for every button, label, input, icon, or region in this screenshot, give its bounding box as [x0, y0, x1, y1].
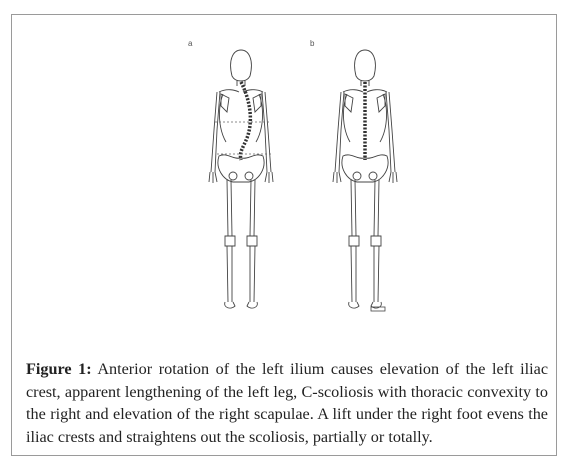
skeleton-drawing	[208, 49, 398, 312]
caption-label: Figure 1:	[26, 360, 92, 379]
skeleton-illustration: a b	[12, 15, 558, 335]
caption-text: Anterior rotation of the left ilium caus…	[26, 360, 549, 446]
figure-frame: a b	[11, 14, 557, 456]
figure-caption: Figure 1: Anterior rotation of the left …	[26, 358, 548, 448]
panel-a-label: a	[188, 39, 193, 48]
panel-b-label: b	[310, 39, 315, 48]
